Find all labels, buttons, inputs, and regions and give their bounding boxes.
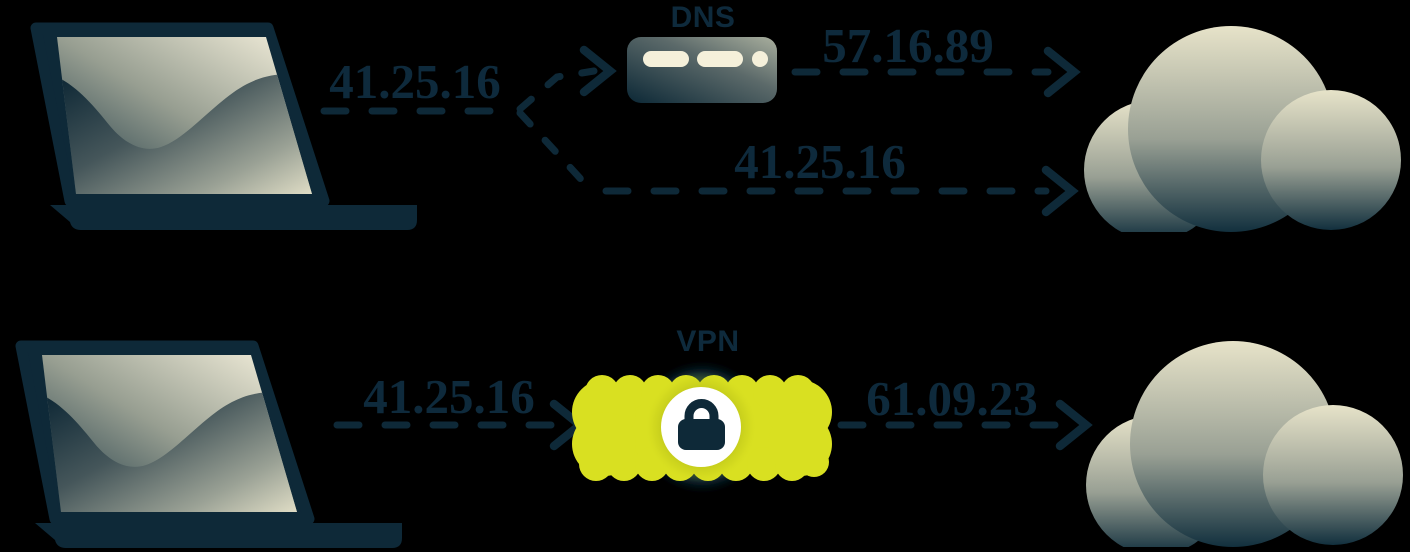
lock-icon: [678, 399, 725, 450]
ip-label-dns-resolved: 57.16.89: [822, 18, 994, 73]
ip-label-direct: 41.25.16: [734, 134, 906, 189]
dns-label: DNS: [670, 1, 736, 34]
server-icon: [627, 37, 777, 103]
server-slot: [697, 51, 743, 67]
server-slot: [643, 51, 689, 67]
cloud-icon: [1086, 341, 1403, 552]
arrowhead-into-cloud-direct: [1041, 165, 1079, 217]
ip-label-device-top: 41.25.16: [329, 54, 501, 109]
arrow-dns-to-internet: [791, 46, 1081, 98]
laptop-icon: [21, 346, 402, 548]
arrow-device-to-internet-direct: [516, 109, 1079, 217]
ip-label-device-bottom: 41.25.16: [363, 369, 535, 424]
arrow-vpn-to-internet: [837, 399, 1093, 451]
arrowhead-into-dns: [579, 45, 617, 97]
ip-label-vpn-masked: 61.09.23: [866, 371, 1038, 426]
arrowhead-into-cloud-bottom: [1055, 399, 1093, 451]
arrowhead-into-cloud-top: [1043, 46, 1081, 98]
server-led: [752, 51, 768, 67]
vpn-label: VPN: [676, 325, 740, 358]
cloud-icon: [1084, 26, 1401, 240]
vpn-tunnel-icon: [572, 369, 832, 485]
arrow-split-to-dns: [516, 45, 617, 113]
